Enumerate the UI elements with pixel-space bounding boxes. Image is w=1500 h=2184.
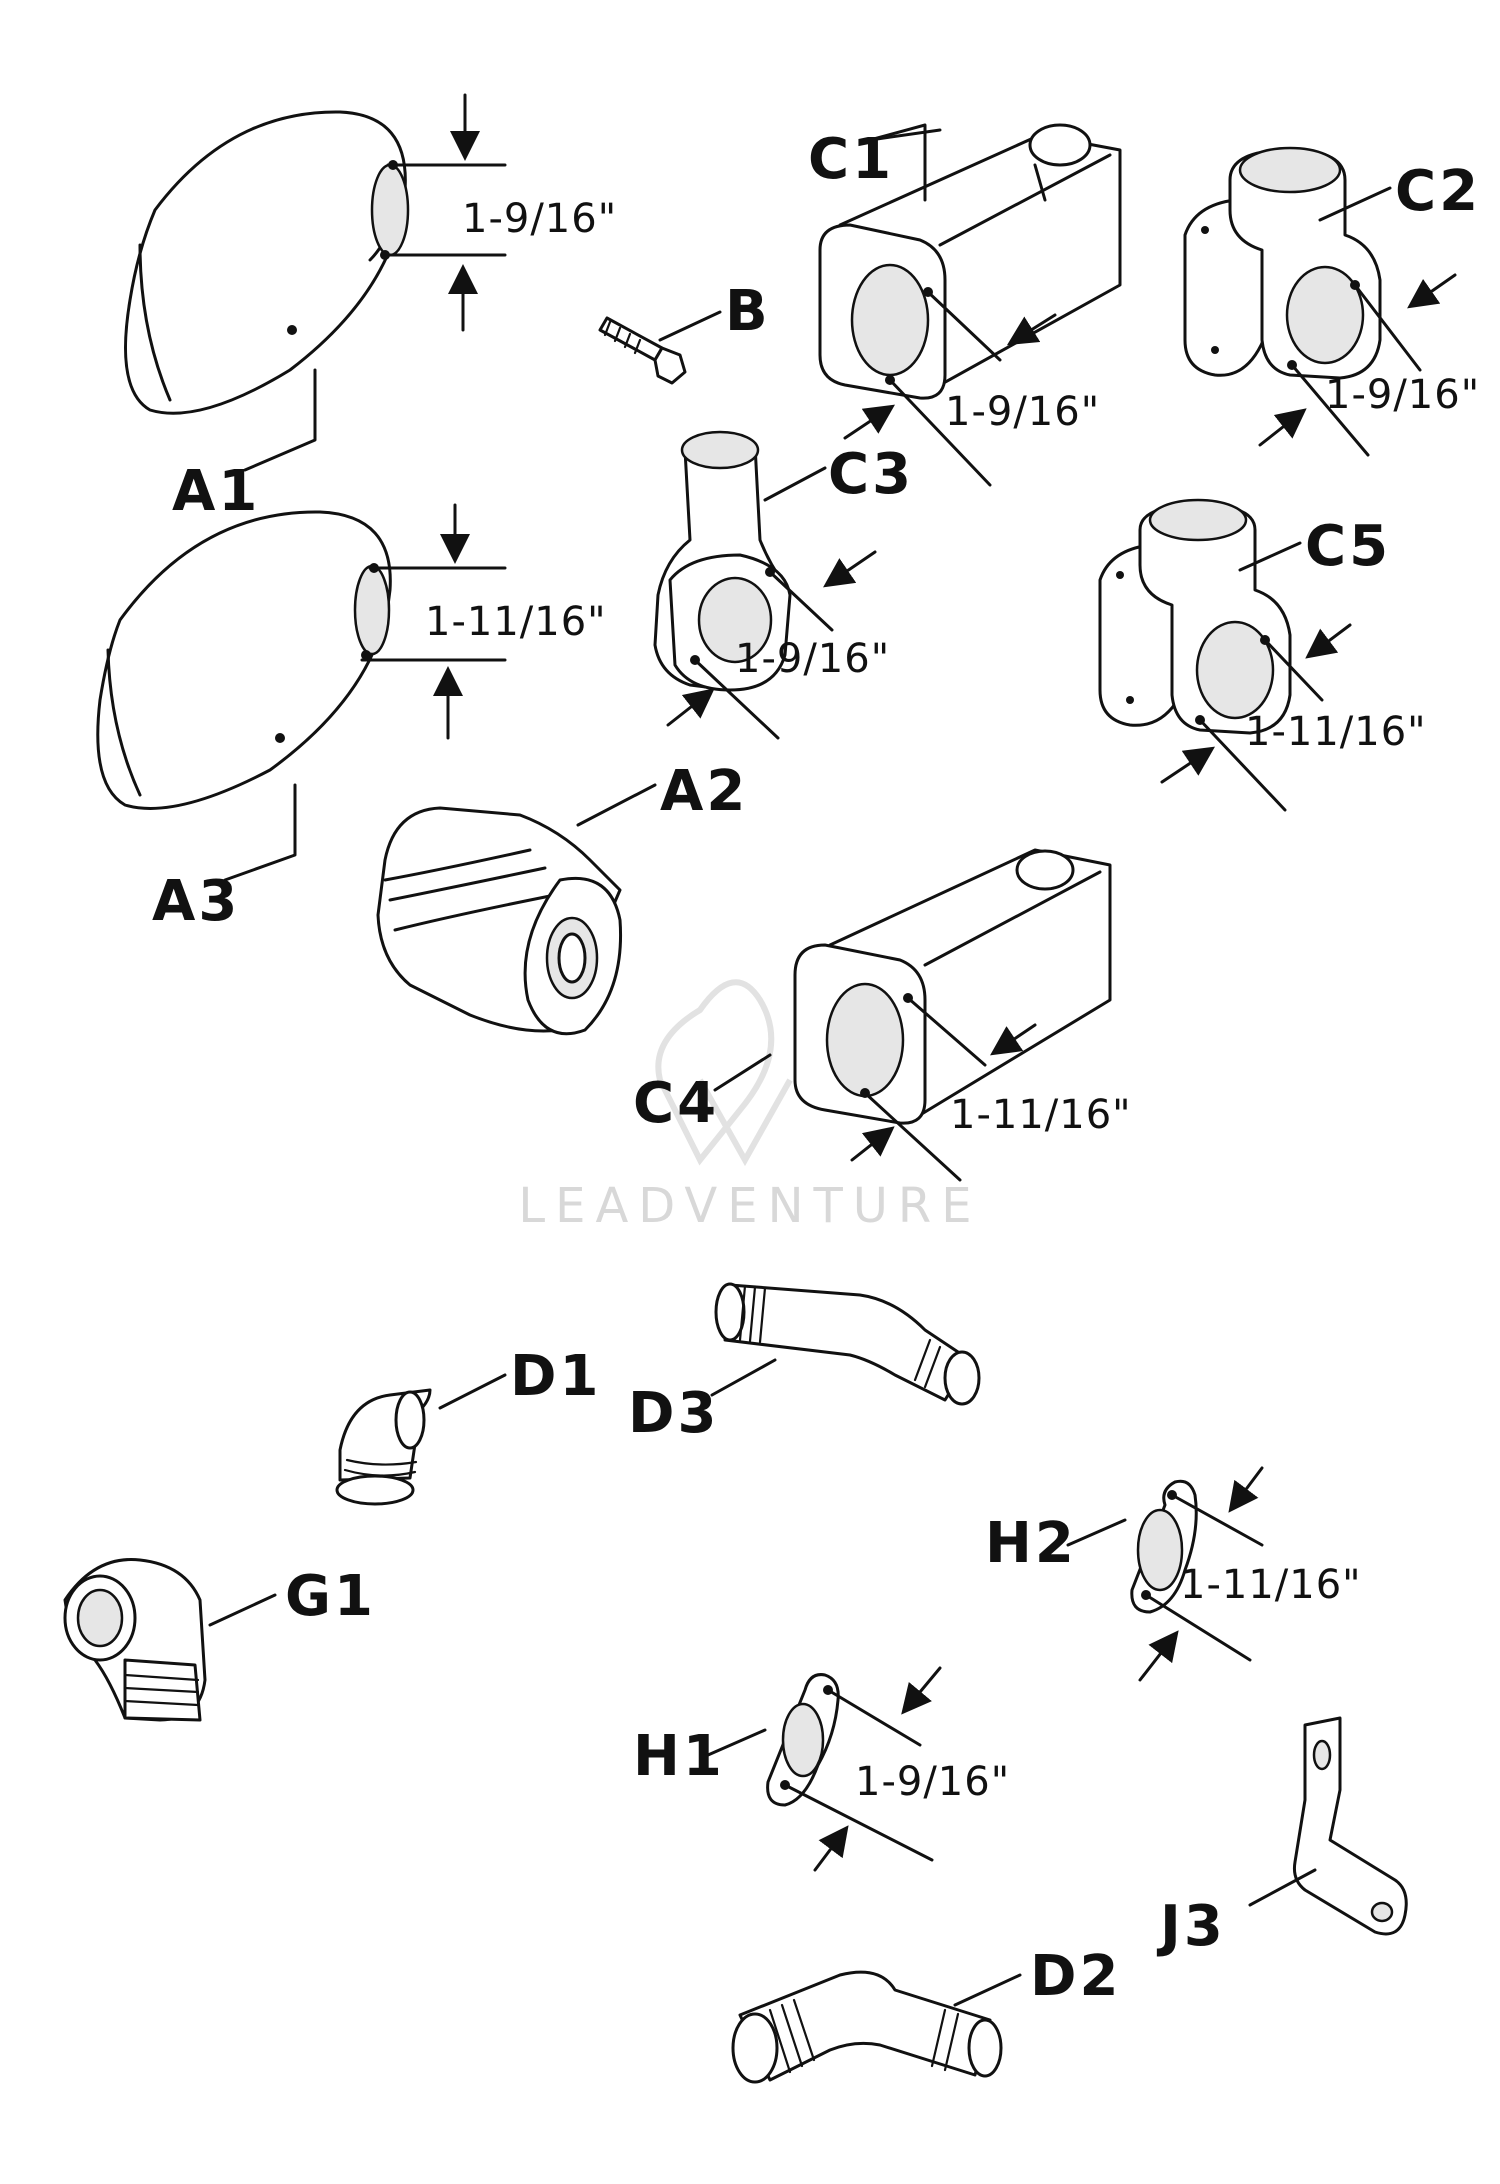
part-d1-elbow [335, 1388, 432, 1506]
label-d1: D1 [510, 1344, 601, 1409]
label-a1: A1 [172, 459, 260, 524]
dim-c3: 1-9/16" [735, 636, 890, 682]
part-d3-bent-pipe [714, 1282, 981, 1406]
part-c2-elbow [1183, 146, 1382, 380]
part-a2-canister [376, 806, 623, 1036]
label-g1: G1 [285, 1564, 376, 1629]
label-b: B [725, 279, 771, 344]
part-c4-manifold [793, 848, 1112, 1125]
part-g1-street-elbow [63, 1558, 207, 1722]
label-c5: C5 [1305, 514, 1391, 579]
dim-c5: 1-11/16" [1245, 709, 1427, 755]
label-a3: A3 [152, 869, 240, 934]
label-d2: D2 [1030, 1944, 1121, 2009]
dim-h1: 1-9/16" [855, 1759, 1010, 1805]
part-c1-manifold [818, 123, 1122, 400]
label-h1: H1 [633, 1724, 725, 1789]
dim-a3: 1-11/16" [425, 599, 607, 645]
part-a1-oval-cover [124, 110, 410, 415]
part-j3-bracket [1293, 1716, 1408, 1936]
part-h1-gasket [766, 1673, 840, 1807]
label-j3: J3 [1156, 1894, 1226, 1959]
dim-h2: 1-11/16" [1180, 1562, 1362, 1608]
label-d3: D3 [628, 1381, 719, 1446]
part-b-bolt [598, 316, 687, 385]
watermark-text: LEADVENTURE [518, 1178, 981, 1234]
part-a3-oval-cover [96, 510, 392, 810]
dim-c1: 1-9/16" [945, 389, 1100, 435]
part-d2-elbow-pipe [731, 1970, 1003, 2084]
dim-c4: 1-11/16" [950, 1092, 1132, 1138]
label-c2: C2 [1395, 159, 1481, 224]
watermark-logo [655, 979, 793, 1167]
part-c5-elbow [1098, 498, 1292, 735]
dim-a1: 1-9/16" [462, 196, 617, 242]
label-h2: H2 [985, 1511, 1077, 1576]
dim-c2: 1-9/16" [1325, 372, 1480, 418]
label-a2: A2 [660, 759, 748, 824]
label-c3: C3 [828, 442, 914, 507]
part-c3-elbow-outlet [653, 430, 792, 692]
label-c1: C1 [808, 127, 894, 192]
label-c4: C4 [633, 1071, 719, 1136]
